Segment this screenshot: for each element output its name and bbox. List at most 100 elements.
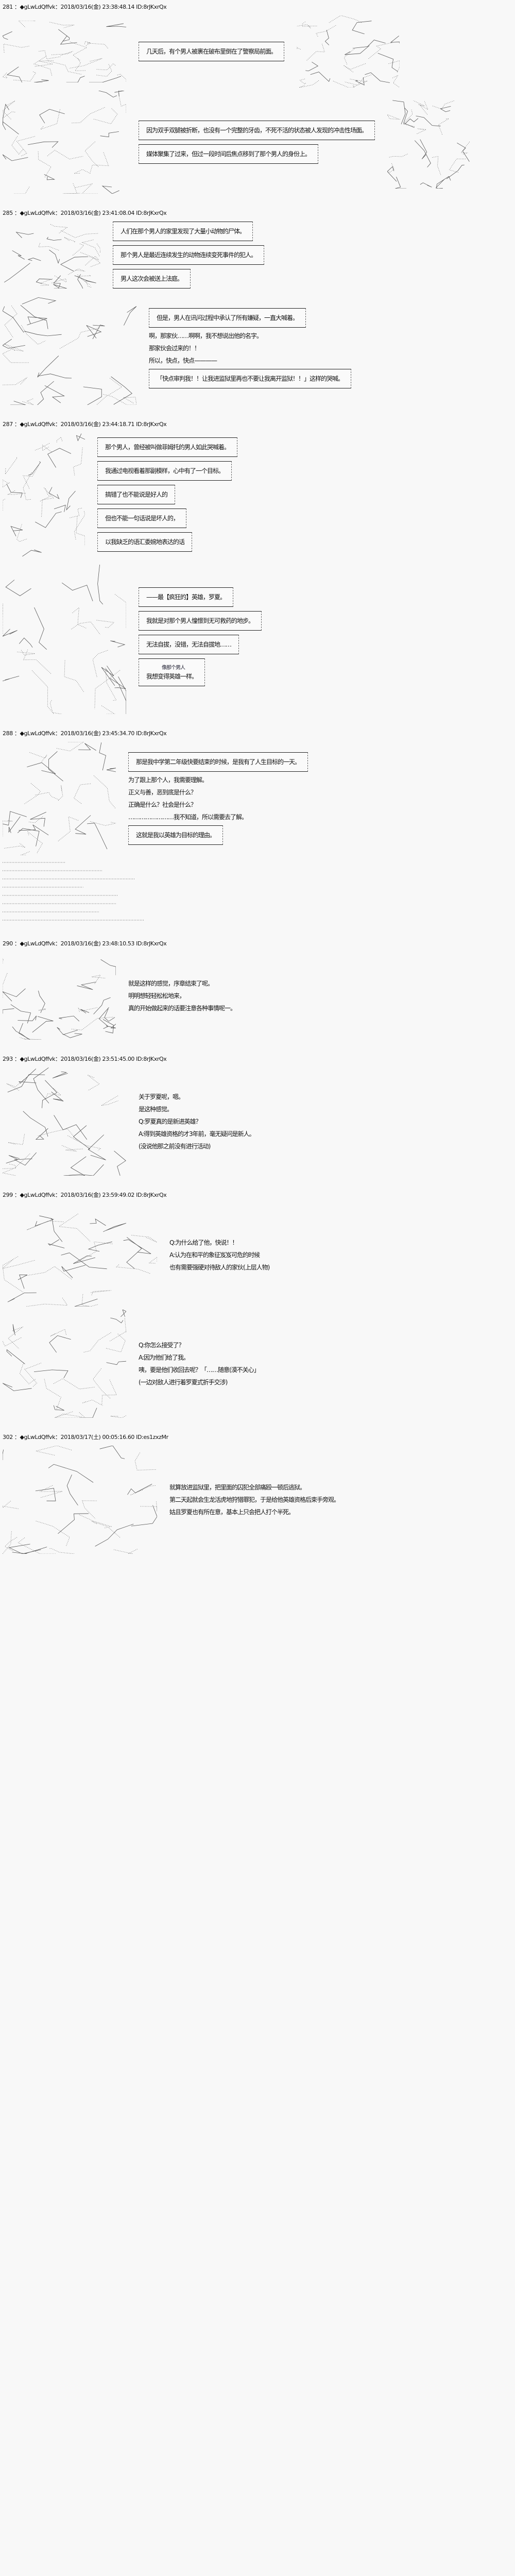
ascii-art-stroke <box>107 768 116 772</box>
ascii-art-stroke <box>38 151 52 178</box>
ascii-art-stroke <box>87 42 109 49</box>
ascii-art-stroke <box>420 182 432 188</box>
ascii-art-stroke <box>50 224 68 234</box>
narration-box: 那个男人，曾经被叫做菲姆托的男人如此哭喊着。 <box>97 437 238 457</box>
dialogue-text: (没说他那之前没有进行活动) <box>139 1143 211 1150</box>
ascii-art-stroke <box>76 433 85 442</box>
ascii-art-stroke <box>24 1363 41 1387</box>
ascii-art-stroke <box>3 499 5 511</box>
ascii-art-stroke <box>387 166 397 182</box>
ascii-art-stroke <box>10 526 23 536</box>
ascii-art-stroke <box>48 487 60 499</box>
ascii-art-stroke <box>48 751 63 782</box>
ascii-art-stroke <box>297 47 301 50</box>
ascii-art-stroke <box>50 1329 66 1336</box>
ascii-art-stroke <box>110 1317 124 1324</box>
ascii-art-character <box>3 1204 157 1307</box>
ascii-art-stroke <box>106 1361 126 1365</box>
ascii-art-stroke <box>37 355 59 378</box>
ascii-art-dotted-lines <box>3 860 144 927</box>
ascii-art-stroke <box>123 397 136 405</box>
ascii-art-stroke <box>27 141 59 148</box>
dialogue-text: 是这种感觉。 <box>139 1106 173 1113</box>
ascii-art-stroke <box>32 1016 54 1033</box>
ascii-art-stroke <box>38 243 60 251</box>
ascii-art-stroke <box>11 136 24 155</box>
ascii-art-canvas <box>3 297 136 405</box>
ascii-art-stroke <box>74 169 91 174</box>
ascii-art-stroke <box>79 1408 97 1418</box>
post-header: 281 ：◆gLwLdQffvk：2018/03/16(金) 23:38:48.… <box>3 4 167 10</box>
narration-box: ——最【疯狂的】英雄，罗夏。 <box>139 587 234 607</box>
ascii-art-stroke <box>3 1501 19 1509</box>
ascii-art-stroke <box>16 136 35 157</box>
ascii-art-stroke <box>3 1531 12 1554</box>
ascii-art-stroke <box>392 75 400 88</box>
ascii-art-stroke <box>40 487 50 502</box>
ascii-art-stroke <box>390 36 400 44</box>
ascii-art-stroke <box>40 1485 63 1498</box>
ascii-art-stroke <box>97 564 104 605</box>
ascii-art-stroke <box>37 381 54 405</box>
ascii-art-stroke <box>4 343 24 351</box>
ascii-art-stroke <box>392 100 406 125</box>
ascii-art-stroke <box>27 258 41 261</box>
ascii-art-stroke <box>3 347 29 363</box>
ascii-art-stroke <box>59 1015 80 1022</box>
ascii-art-stroke <box>35 443 50 451</box>
ascii-art-stroke <box>62 1145 83 1152</box>
ascii-art-animals <box>3 222 100 289</box>
ascii-art-sound-effect <box>387 96 470 189</box>
ascii-art-stroke <box>102 1019 114 1033</box>
ascii-art-stroke <box>3 31 12 40</box>
ascii-art-stroke <box>446 164 465 179</box>
ascii-art-stroke <box>35 1218 55 1227</box>
ascii-art-rorschach <box>3 1310 126 1418</box>
ascii-art-stroke <box>114 1150 126 1176</box>
ascii-art-canvas <box>3 1446 157 1554</box>
ascii-art-stroke <box>18 1537 56 1554</box>
ascii-art-stroke <box>93 1368 111 1399</box>
ascii-art-stroke <box>127 1484 152 1495</box>
ascii-art-stroke <box>66 76 85 82</box>
ascii-art-stroke <box>35 1128 48 1140</box>
ascii-art-stroke <box>75 183 99 194</box>
ascii-art-stroke <box>76 516 85 546</box>
dialogue-text: 姑且罗夏也有所在意，基本上只会把人打个半死。 <box>169 1509 295 1516</box>
ascii-art-canvas <box>3 91 126 194</box>
dialogue-text: 就算放进监狱里，把里面的囚犯全部痛殴一顿后逃狱。 <box>169 1484 306 1491</box>
ascii-art-stroke <box>53 284 67 289</box>
ascii-art-stroke <box>27 831 43 854</box>
narration-box: 「快点审判我！！让我进监狱里再也不要让我离开监狱！！」这样的哭喊。 <box>149 369 352 388</box>
ascii-art-stroke <box>81 1294 99 1307</box>
ascii-art-stroke <box>94 670 121 709</box>
ascii-art-character <box>3 1446 157 1554</box>
post: 288 ：◆gLwLdQffvk：2018/03/16(金) 23:45:34.… <box>0 726 515 937</box>
post: 285 ：◆gLwLdQffvk：2018/03/16(金) 23:41:08.… <box>0 206 515 417</box>
ascii-art-stroke <box>77 275 92 287</box>
post-header: 290 ：◆gLwLdQffvk：2018/03/16(金) 23:48:10.… <box>3 940 167 947</box>
narration-box: 我通过电视看着那副模样，心中有了一个目标。 <box>97 461 232 481</box>
ascii-art-stroke <box>42 445 53 453</box>
ascii-art-stroke <box>55 1412 86 1418</box>
ascii-art-stroke <box>24 783 41 804</box>
post-header: 299 ：◆gLwLdQffvk：2018/03/16(金) 23:59:49.… <box>3 1192 167 1198</box>
ascii-art-stroke <box>49 1548 75 1554</box>
ascii-art-stroke <box>333 81 355 88</box>
ascii-art-stroke <box>42 1080 58 1108</box>
narration-box: 但也不能一句话说是坏人的， <box>97 509 187 528</box>
ascii-art-stroke <box>39 50 61 59</box>
post: 293 ：◆gLwLdQffvk：2018/03/16(金) 23:51:45.… <box>0 1052 515 1188</box>
ascii-art-stroke <box>17 828 40 846</box>
ascii-art-stroke <box>74 58 86 71</box>
ascii-art-stroke <box>13 71 37 81</box>
ascii-art-stroke <box>96 63 116 71</box>
ascii-art-stroke <box>83 1332 111 1353</box>
ascii-art-stroke <box>12 1324 15 1335</box>
ascii-art-lying-man <box>3 21 126 82</box>
ascii-art-stroke <box>61 1252 107 1269</box>
ascii-art-stroke <box>343 63 366 73</box>
ascii-art-stroke <box>368 42 392 59</box>
ascii-art-stroke <box>39 109 65 124</box>
narration-text: 以我缺乏的语汇委婉地表达的话 <box>105 538 185 546</box>
